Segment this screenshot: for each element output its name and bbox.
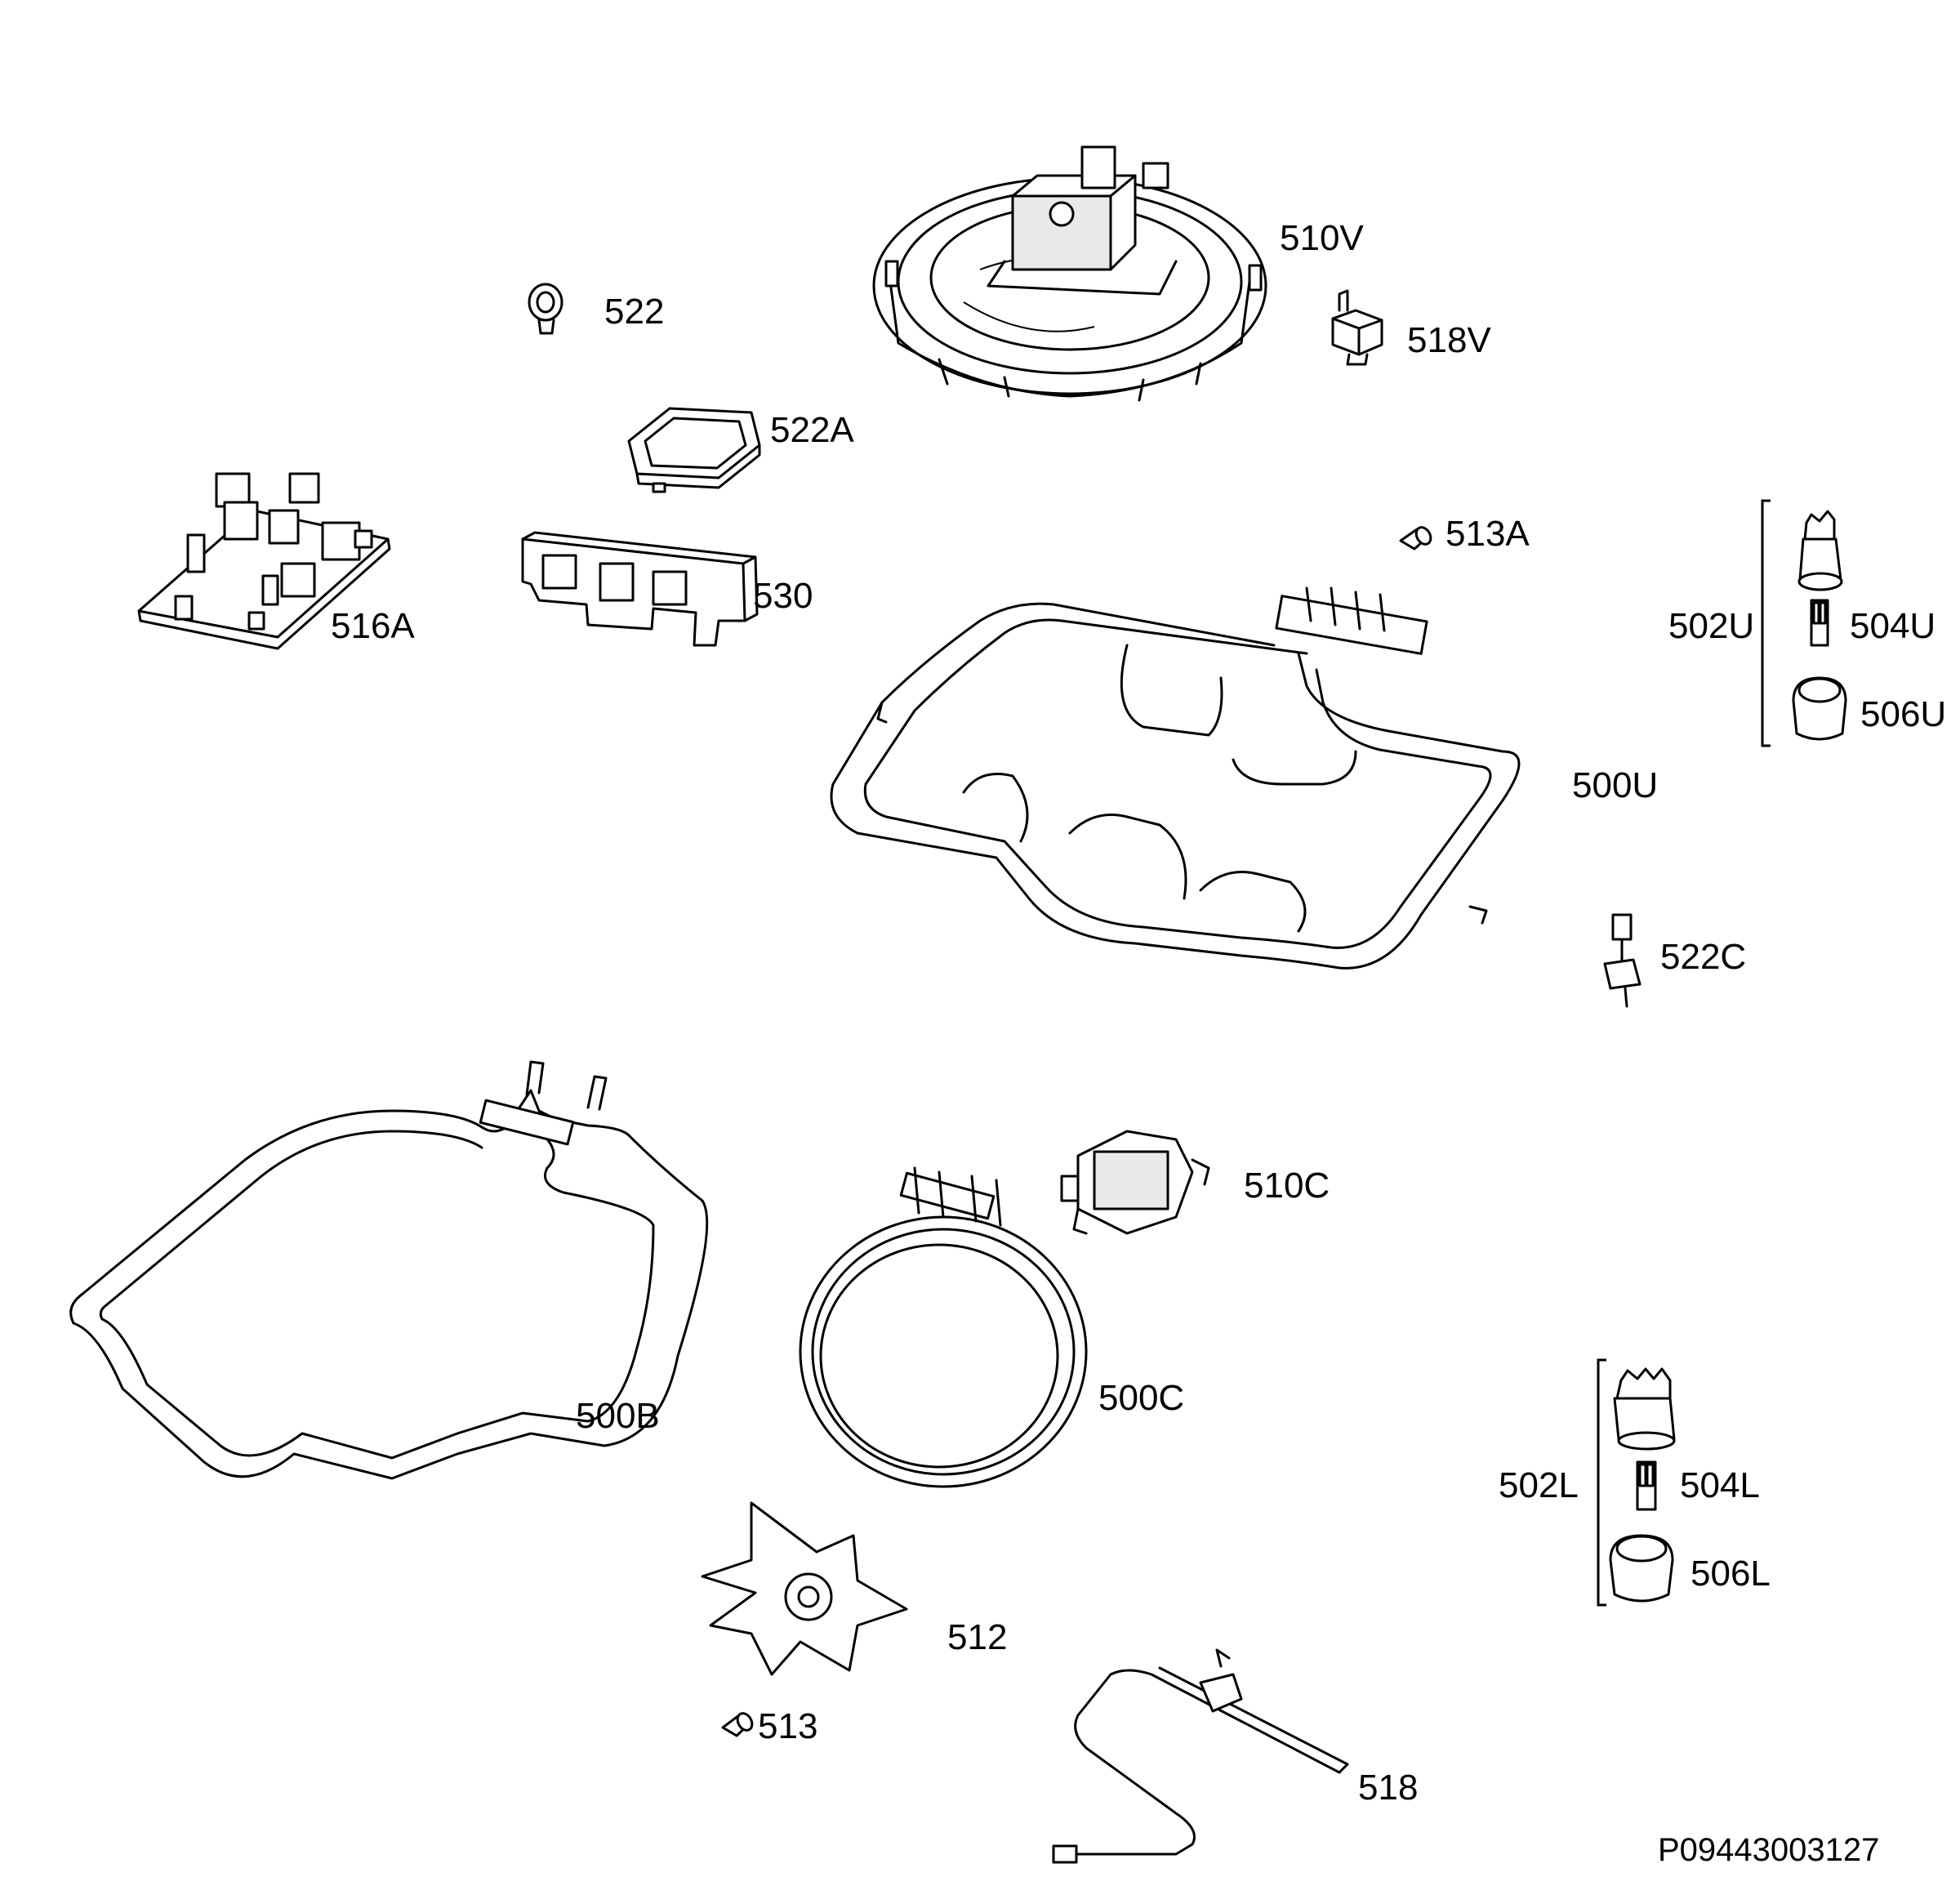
label-513: 513 bbox=[758, 1706, 818, 1746]
label-506l: 506L bbox=[1690, 1554, 1771, 1594]
drawing-code: P09443003127 bbox=[1658, 1832, 1880, 1868]
part-512-fan-blade bbox=[701, 1501, 908, 1676]
part-510v-fan-motor-housing bbox=[872, 145, 1267, 402]
label-500b: 500B bbox=[576, 1396, 660, 1436]
part-516a-control-board bbox=[137, 472, 391, 650]
part-522-clip bbox=[528, 283, 564, 335]
part-530-bracket bbox=[521, 531, 759, 647]
part-513-cap bbox=[721, 1712, 754, 1737]
label-500c: 500C bbox=[1098, 1378, 1185, 1418]
label-522a: 522A bbox=[770, 410, 854, 450]
part-500b-lower-element bbox=[69, 1060, 709, 1480]
part-518v-thermostat bbox=[1331, 289, 1383, 366]
label-522c: 522C bbox=[1660, 937, 1747, 977]
part-522a-frame bbox=[627, 407, 761, 493]
label-512: 512 bbox=[947, 1617, 1008, 1657]
label-502u: 502U bbox=[1668, 606, 1755, 646]
part-522c-sensor bbox=[1603, 913, 1642, 1008]
label-522: 522 bbox=[604, 292, 665, 332]
label-518: 518 bbox=[1358, 1768, 1419, 1808]
label-510c: 510C bbox=[1244, 1166, 1330, 1206]
label-510v: 510V bbox=[1280, 218, 1364, 258]
label-516a: 516A bbox=[331, 606, 415, 646]
label-530: 530 bbox=[753, 576, 813, 616]
part-518-probe bbox=[1052, 1648, 1349, 1864]
part-500u-upper-element bbox=[830, 586, 1521, 970]
part-502l-lamp-group bbox=[1597, 1358, 1676, 1607]
part-502u-lamp-group bbox=[1761, 499, 1847, 747]
label-518v: 518V bbox=[1407, 320, 1491, 360]
label-502l: 502L bbox=[1499, 1465, 1579, 1505]
label-513a: 513A bbox=[1446, 514, 1530, 554]
label-500u: 500U bbox=[1572, 765, 1659, 805]
label-506u: 506U bbox=[1860, 694, 1947, 734]
label-504l: 504L bbox=[1680, 1465, 1760, 1505]
label-504u: 504U bbox=[1850, 606, 1936, 646]
part-510c-motor bbox=[1060, 1130, 1210, 1235]
part-500c-round-element bbox=[799, 1166, 1088, 1488]
part-513a-cap bbox=[1399, 526, 1432, 551]
